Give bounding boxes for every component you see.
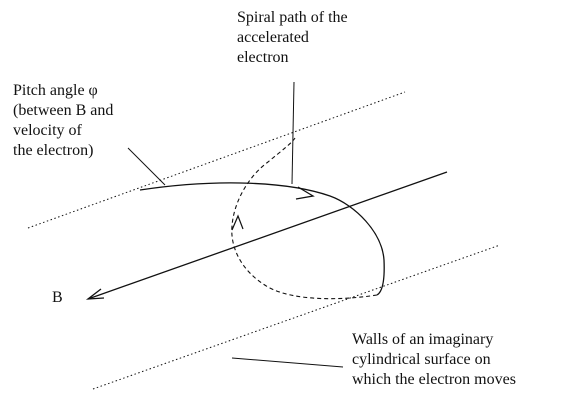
spiral-path-label-line: electron (237, 49, 289, 66)
cylinder-wall-upper (27, 91, 406, 229)
walls-label-line: Walls of an imaginary (352, 331, 494, 348)
pitch-angle-label-line: velocity of (13, 122, 82, 139)
walls-label: Walls of an imaginary cylindrical surfac… (352, 330, 516, 390)
spiral-path-front (139, 182, 385, 296)
b-field-label: B (52, 289, 63, 306)
pitch-angle-label-line: the electron) (13, 142, 94, 159)
spiral-direction-arrow (295, 186, 315, 200)
spiral-path-label: Spiral path of the accelerated electron (237, 8, 348, 68)
spiral-path-label-line: Spiral path of the (237, 9, 348, 26)
pitch-angle-label-line: (between B and (13, 102, 114, 119)
walls-label-line: cylindrical surface on (352, 351, 491, 368)
pitch-angle-label-line: Pitch angle φ (13, 82, 98, 99)
b-field-axis (87, 171, 448, 300)
b-field-arrowhead (85, 288, 105, 300)
pitch-angle-label: Pitch angle φ (between B and velocity of… (13, 81, 113, 161)
spiral-path-label-line: accelerated (237, 29, 309, 46)
spiral-label-leader (291, 81, 295, 185)
pitch-angle-leader (127, 147, 166, 186)
spiral-back-arrow (231, 214, 244, 231)
walls-label-line: which the electron moves (352, 371, 516, 388)
walls-label-leader (231, 357, 344, 368)
spiral-path-back (231, 137, 378, 300)
